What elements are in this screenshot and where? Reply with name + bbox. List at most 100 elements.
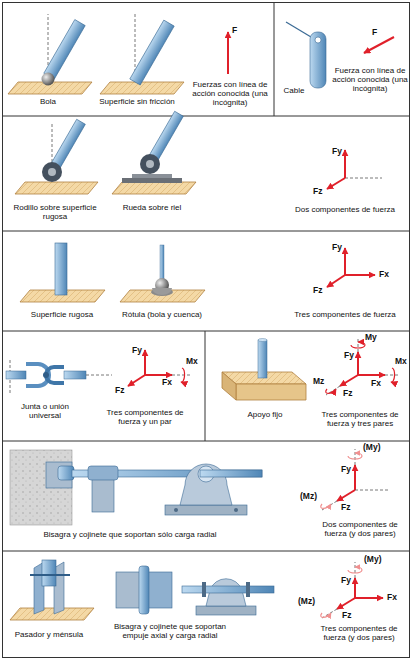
vector-label: Fx: [162, 378, 172, 388]
vector-label: Fx: [371, 379, 381, 389]
cable-support-part: [315, 37, 321, 43]
frictionless-surface-support-part: [130, 20, 174, 85]
force-axes-part: [345, 274, 375, 276]
force-axes-part: [351, 342, 365, 348]
vector-label: Fy: [341, 465, 351, 475]
force-axes: [128, 350, 192, 386]
fixed-support-part: [258, 339, 267, 342]
pin-and-bracket-part: [10, 608, 94, 620]
force-axes-part: [348, 567, 362, 573]
force-arrow: [228, 32, 229, 74]
thrust-hinge-and-bearing-part: [139, 566, 149, 614]
support-caption: Rueda sobre riel: [112, 203, 192, 212]
ball-support: [8, 14, 92, 94]
support-caption: Dos componentes de fuerza (y dos pares): [314, 520, 406, 538]
force-axes-part: [354, 578, 356, 598]
support-caption: Dos componentes de fuerza: [290, 205, 400, 214]
fixed-support-part: [258, 340, 267, 378]
vector-label: Fz: [342, 611, 351, 621]
force-axes-part: [321, 613, 331, 617]
vector-label: Mx: [186, 357, 198, 367]
vector-label: F: [372, 28, 377, 38]
thrust-hinge-and-bearing-part: [196, 606, 256, 615]
universal-joint-part: [86, 375, 112, 376]
force-axes-part: [344, 150, 346, 178]
ball-support-part: [42, 73, 55, 86]
support-caption: Tres componentes de fuerza (y dos pares): [310, 624, 408, 642]
wheel-on-rail-support-part: [112, 182, 196, 194]
force-axes: [321, 562, 383, 618]
force-axes-part: [355, 449, 356, 465]
vector-label: Fz: [343, 389, 352, 399]
support-caption: Bola: [18, 97, 78, 106]
support-caption: Bisagra y cojinete que soportan sólo car…: [5, 530, 255, 539]
fixed-support-part: [236, 384, 306, 400]
vector-label: F: [232, 26, 237, 36]
frictionless-surface-support-part: [100, 82, 184, 94]
force-axes-part: [181, 368, 185, 382]
support-caption: Pasador y ménsula: [4, 630, 94, 639]
force-axes-part: [354, 465, 356, 490]
support-caption: Fuerza con línea de acción conocida (una…: [332, 66, 408, 94]
radial-hinge-and-bearing-part: [92, 476, 114, 512]
vector-label: Fy: [332, 243, 342, 253]
vector-label: Fy: [341, 576, 351, 586]
table-frame: [3, 3, 410, 658]
thrust-hinge-and-bearing-part: [202, 582, 206, 597]
support-caption: Cable: [279, 86, 309, 95]
radial-hinge-and-bearing-part: [10, 450, 72, 525]
vector-label: Fz: [115, 386, 124, 396]
force-axes-part: [355, 490, 388, 491]
table-frame-part: [274, 3, 275, 117]
force-axes-part: [326, 386, 340, 395]
thrust-hinge-and-bearing: [116, 566, 274, 615]
radial-hinge-and-bearing-part: [58, 466, 74, 480]
support-caption: Fuerzas con línea de acción conocida (un…: [189, 80, 271, 108]
vector-label: (Mz): [300, 492, 317, 502]
support-caption: Rodillo sobre superficie rugosa: [10, 203, 100, 221]
universal-joint: [6, 360, 112, 395]
vector-label: Mx: [395, 357, 407, 367]
support-caption: Tres componentes de fuerza y tres pares: [315, 410, 405, 428]
force-arrow: [364, 37, 394, 53]
radial-hinge-and-bearing-part: [234, 508, 238, 512]
vector-label: My: [365, 333, 377, 343]
force-axes-part: [145, 374, 172, 376]
vector-label: (My): [363, 443, 380, 453]
force-axes-part: [327, 178, 345, 189]
thrust-hinge-and-bearing-part: [246, 582, 250, 597]
wheel-on-rail-support-part: [132, 174, 172, 178]
table-frame-part: [3, 551, 410, 552]
vector-label: Fy: [132, 346, 142, 356]
radial-hinge-and-bearing-part: [174, 508, 178, 512]
force-arrow-part: [364, 37, 394, 53]
force-axes-part: [321, 504, 331, 508]
radial-hinge-and-bearing-part: [88, 466, 118, 480]
rough-surface-support: [20, 243, 105, 302]
table-frame-part: [3, 116, 410, 117]
roller-support-part: [15, 182, 98, 194]
vector-label: Fz: [313, 286, 322, 296]
table-frame-part: [3, 331, 410, 332]
support-caption: Bisagra y cojinete que soportan empuje a…: [105, 622, 235, 640]
vector-label: Fx: [387, 593, 397, 603]
pin-and-bracket-part: [30, 574, 70, 576]
pin-and-bracket-part: [42, 560, 56, 586]
force-axes-part: [355, 562, 356, 578]
force-axes-part: [358, 374, 385, 376]
force-axes-part: [345, 178, 382, 179]
wheel-on-rail-support-part: [140, 154, 160, 174]
force-axes-part: [344, 248, 346, 275]
vector-label: (Mz): [298, 597, 315, 607]
ball-and-socket-support: [120, 245, 205, 302]
table-frame-part: [205, 331, 206, 441]
vector-label: (My): [364, 555, 381, 565]
table-frame-part: [3, 3, 410, 658]
radial-hinge-and-bearing-part: [165, 505, 247, 515]
roller-support-part: [42, 162, 62, 182]
wheel-on-rail-support-part: [122, 178, 182, 183]
fixed-support: [222, 339, 306, 401]
vector-label: Fz: [341, 503, 350, 513]
universal-joint-part: [6, 371, 26, 379]
